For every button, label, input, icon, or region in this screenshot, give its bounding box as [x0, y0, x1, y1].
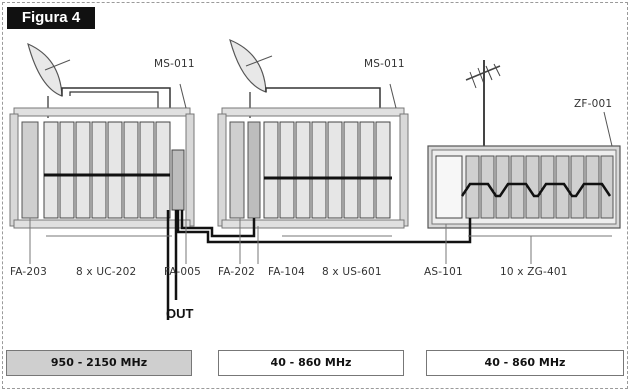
band-satellite-if: 950 - 2150 MHz: [6, 350, 192, 376]
uc202-label: 8 x UC-202: [76, 266, 137, 278]
leader-lines: [29, 218, 612, 264]
figure-title: Figura 4: [7, 7, 95, 29]
left-rack: [9, 42, 195, 229]
middle-satellite-dish: [229, 38, 273, 118]
middle-rack: [217, 38, 409, 229]
fa104-label: FA-104: [268, 266, 306, 278]
ms011-right-label: MS-011: [364, 58, 405, 70]
uc202-modules: [43, 121, 171, 219]
us601-label: 8 x US-601: [322, 266, 382, 278]
fa005-label: FA-005: [164, 266, 202, 278]
band-vhf-uhf-middle: 40 - 860 MHz: [218, 350, 404, 376]
ms011-left-label: MS-011: [154, 58, 195, 70]
out-label: OUT: [166, 306, 194, 321]
band-vhf-uhf-right: 40 - 860 MHz: [426, 350, 624, 376]
fa202-label: FA-202: [218, 266, 256, 278]
left-satellite-dish: [27, 42, 71, 118]
figure-frame: [2, 2, 628, 389]
zg401-modules: [460, 155, 614, 219]
zf001-label: ZF-001: [574, 98, 613, 110]
fa203-label: FA-203: [10, 266, 48, 278]
terrestrial-antenna: [465, 60, 501, 148]
right-chassis: [427, 60, 621, 229]
interconnect-cables: [166, 210, 472, 320]
zg401-label: 10 x ZG-401: [500, 266, 568, 278]
us601-modules: [263, 121, 392, 219]
as101-label: AS-101: [424, 266, 463, 278]
